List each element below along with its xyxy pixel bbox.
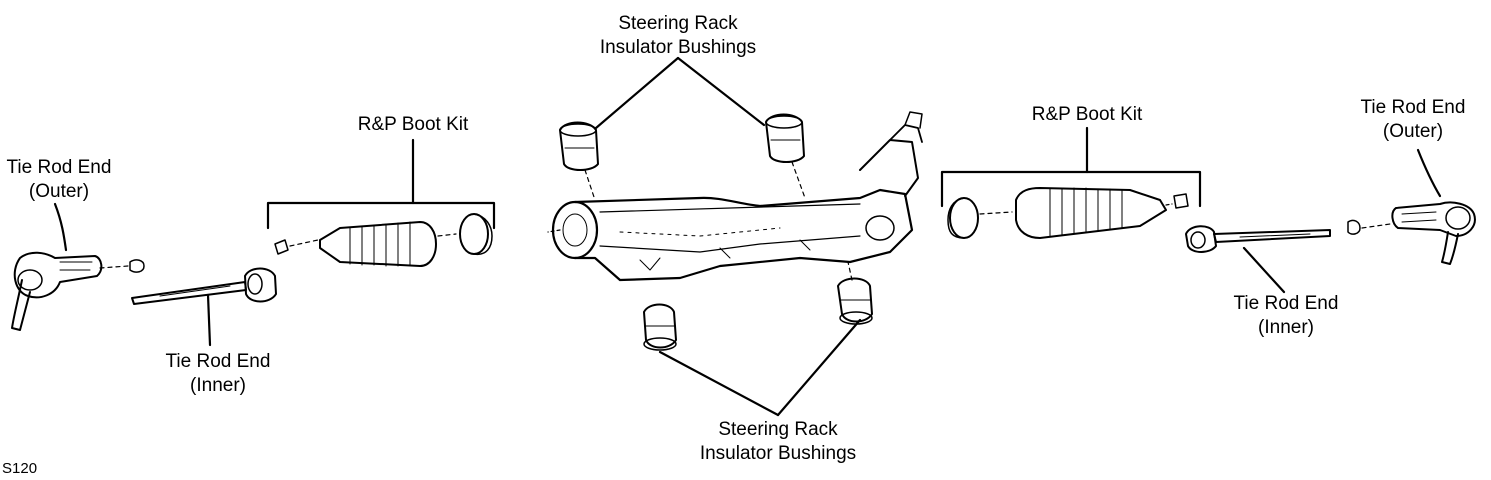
label-rack-bushings-bottom: Steering Rack Insulator Bushings: [685, 418, 871, 466]
label-rack-bushings-top: Steering Rack Insulator Bushings: [585, 12, 771, 60]
label-tie-rod-inner-left: Tie Rod End (Inner): [158, 350, 278, 398]
label-boot-kit-right-text: R&P Boot Kit: [1031, 104, 1143, 125]
label-boot-kit-right: R&P Boot Kit: [1017, 103, 1157, 127]
steering-rack-assembly: [547, 111, 923, 282]
label-boot-kit-left-text: R&P Boot Kit: [357, 114, 469, 135]
label-rack-bushings-top-line1: Steering Rack: [618, 13, 738, 34]
boot-kit-left: [274, 213, 493, 267]
figure-code: S120: [2, 460, 38, 477]
rack-bushing-bottom-left: [643, 303, 677, 351]
label-tie-rod-outer-right-line1: Tie Rod End: [1360, 97, 1466, 118]
label-tie-rod-inner-left-line1: Tie Rod End: [165, 351, 271, 372]
label-boot-kit-left: R&P Boot Kit: [343, 113, 483, 137]
label-tie-rod-outer-right-line2: (Outer): [1382, 121, 1444, 142]
label-tie-rod-outer-left-line2: (Outer): [28, 181, 90, 202]
rack-bushing-bottom-right: [837, 261, 873, 325]
label-tie-rod-inner-right: Tie Rod End (Inner): [1226, 292, 1346, 340]
label-tie-rod-inner-right-line2: (Inner): [1258, 317, 1314, 338]
label-rack-bushings-bottom-line2: Insulator Bushings: [699, 443, 857, 464]
label-tie-rod-outer-left-line1: Tie Rod End: [6, 157, 112, 178]
tie-rod-end-inner-right: [1185, 225, 1331, 253]
tie-rod-end-outer-left: [11, 251, 145, 331]
label-tie-rod-inner-right-line1: Tie Rod End: [1233, 293, 1339, 314]
label-tie-rod-outer-left: Tie Rod End (Outer): [0, 156, 118, 204]
tie-rod-end-inner-left: [131, 267, 277, 305]
tie-rod-end-outer-right: [1347, 201, 1476, 265]
label-rack-bushings-top-line2: Insulator Bushings: [599, 37, 757, 58]
rack-bushing-top-right: [765, 113, 806, 199]
rack-bushing-top-left: [559, 121, 599, 201]
leader-lines: [53, 56, 1442, 417]
label-rack-bushings-bottom-line1: Steering Rack: [718, 419, 838, 440]
label-tie-rod-outer-right: Tie Rod End (Outer): [1354, 96, 1472, 144]
boot-kit-right: [947, 187, 1189, 239]
label-tie-rod-inner-left-line2: (Inner): [190, 375, 246, 396]
